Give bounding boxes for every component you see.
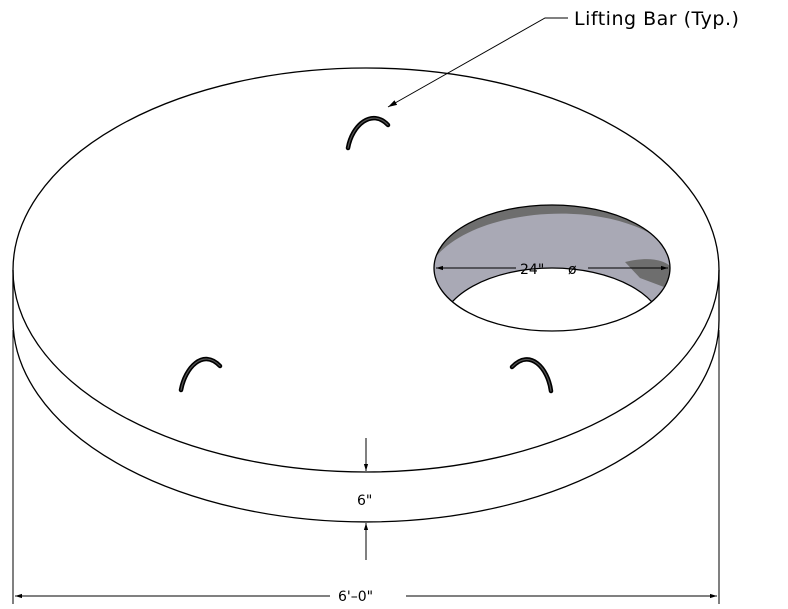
hole-interior-shadow-right xyxy=(625,259,670,290)
hole-bottom-opening xyxy=(439,267,665,331)
lifting-bar-label: Lifting Bar (Typ.) xyxy=(574,8,739,30)
overall-diameter-label: 6'–0" xyxy=(338,589,373,605)
thickness-label: 6" xyxy=(357,493,372,509)
access-hole xyxy=(433,204,671,332)
lifting-bar-leader xyxy=(387,17,568,108)
slab-bottom-rim xyxy=(12,319,720,523)
lifting-bar-right xyxy=(509,357,554,394)
hole-interior-shadow xyxy=(434,205,670,262)
diameter-symbol: ø xyxy=(568,262,577,278)
lifting-bar-top xyxy=(345,116,391,151)
lifting-bar-left xyxy=(178,356,223,393)
hole-diameter-label: 24" xyxy=(520,262,544,278)
hole-rim xyxy=(433,204,671,332)
slab-top-surface xyxy=(12,67,720,473)
